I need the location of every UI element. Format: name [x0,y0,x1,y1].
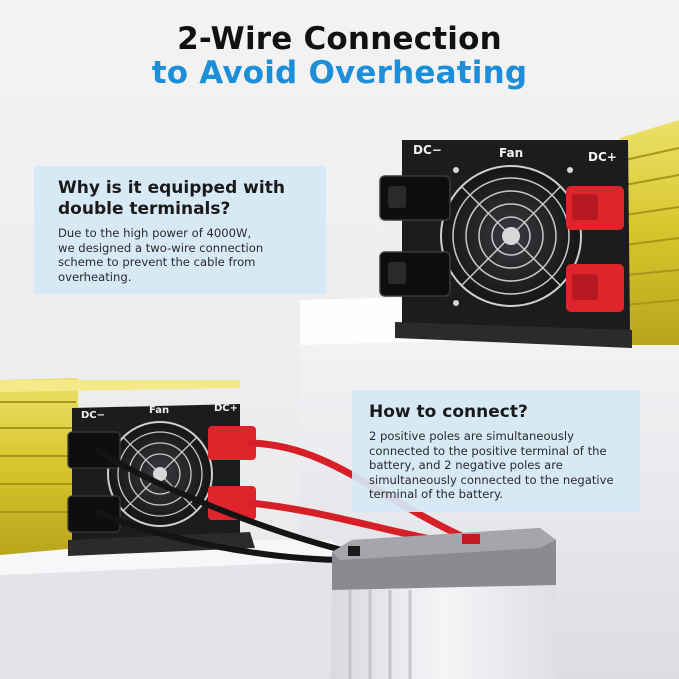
how-card-body-line-2: connected to the positive terminal of th… [369,443,607,458]
title-line-2: to Avoid Overheating [151,55,528,91]
bottom-inverter [0,378,256,556]
top-dc-minus-label: DC− [413,143,442,157]
why-card-heading: Why is it equipped with double terminals… [58,178,312,220]
bottom-fan-label: Fan [149,405,170,416]
how-card-body-line-5: terminal of the battery. [369,487,504,501]
why-card-heading-line-2: double terminals? [58,199,231,219]
page-title: 2-Wire Connection to Avoid Overheating [0,22,679,90]
top-dc-plus-label: DC+ [588,150,617,164]
why-card-heading-line-1: Why is it equipped with [58,178,285,198]
how-card-body-line-1: 2 positive poles are simultaneously [369,429,575,443]
bottom-dc-plus-label: DC+ [214,403,239,414]
top-fan-label: Fan [499,146,524,160]
how-card-body: 2 positive poles are simultaneously conn… [369,429,626,502]
how-card-body-line-4: simultaneously connected to the negative [369,472,614,487]
why-card-body-line-4: overheating. [58,269,132,284]
why-card-body-line-2: we designed a two-wire connection [58,240,264,255]
why-card-body-line-3: scheme to prevent the cable from [58,255,256,269]
how-to-connect-card: How to connect? 2 positive poles are sim… [352,390,640,512]
how-card-body-line-3: battery, and 2 negative poles are [369,458,563,472]
title-line-1: 2-Wire Connection [177,21,502,57]
how-card-heading: How to connect? [369,402,528,422]
battery [332,528,556,679]
top-inverter [379,120,679,348]
why-card-body-line-1: Due to the high power of 4000W, [58,226,252,240]
bottom-dc-minus-label: DC− [81,410,106,421]
why-card-body: Due to the high power of 4000W, we desig… [58,226,308,284]
why-double-terminals-card: Why is it equipped with double terminals… [34,166,326,294]
